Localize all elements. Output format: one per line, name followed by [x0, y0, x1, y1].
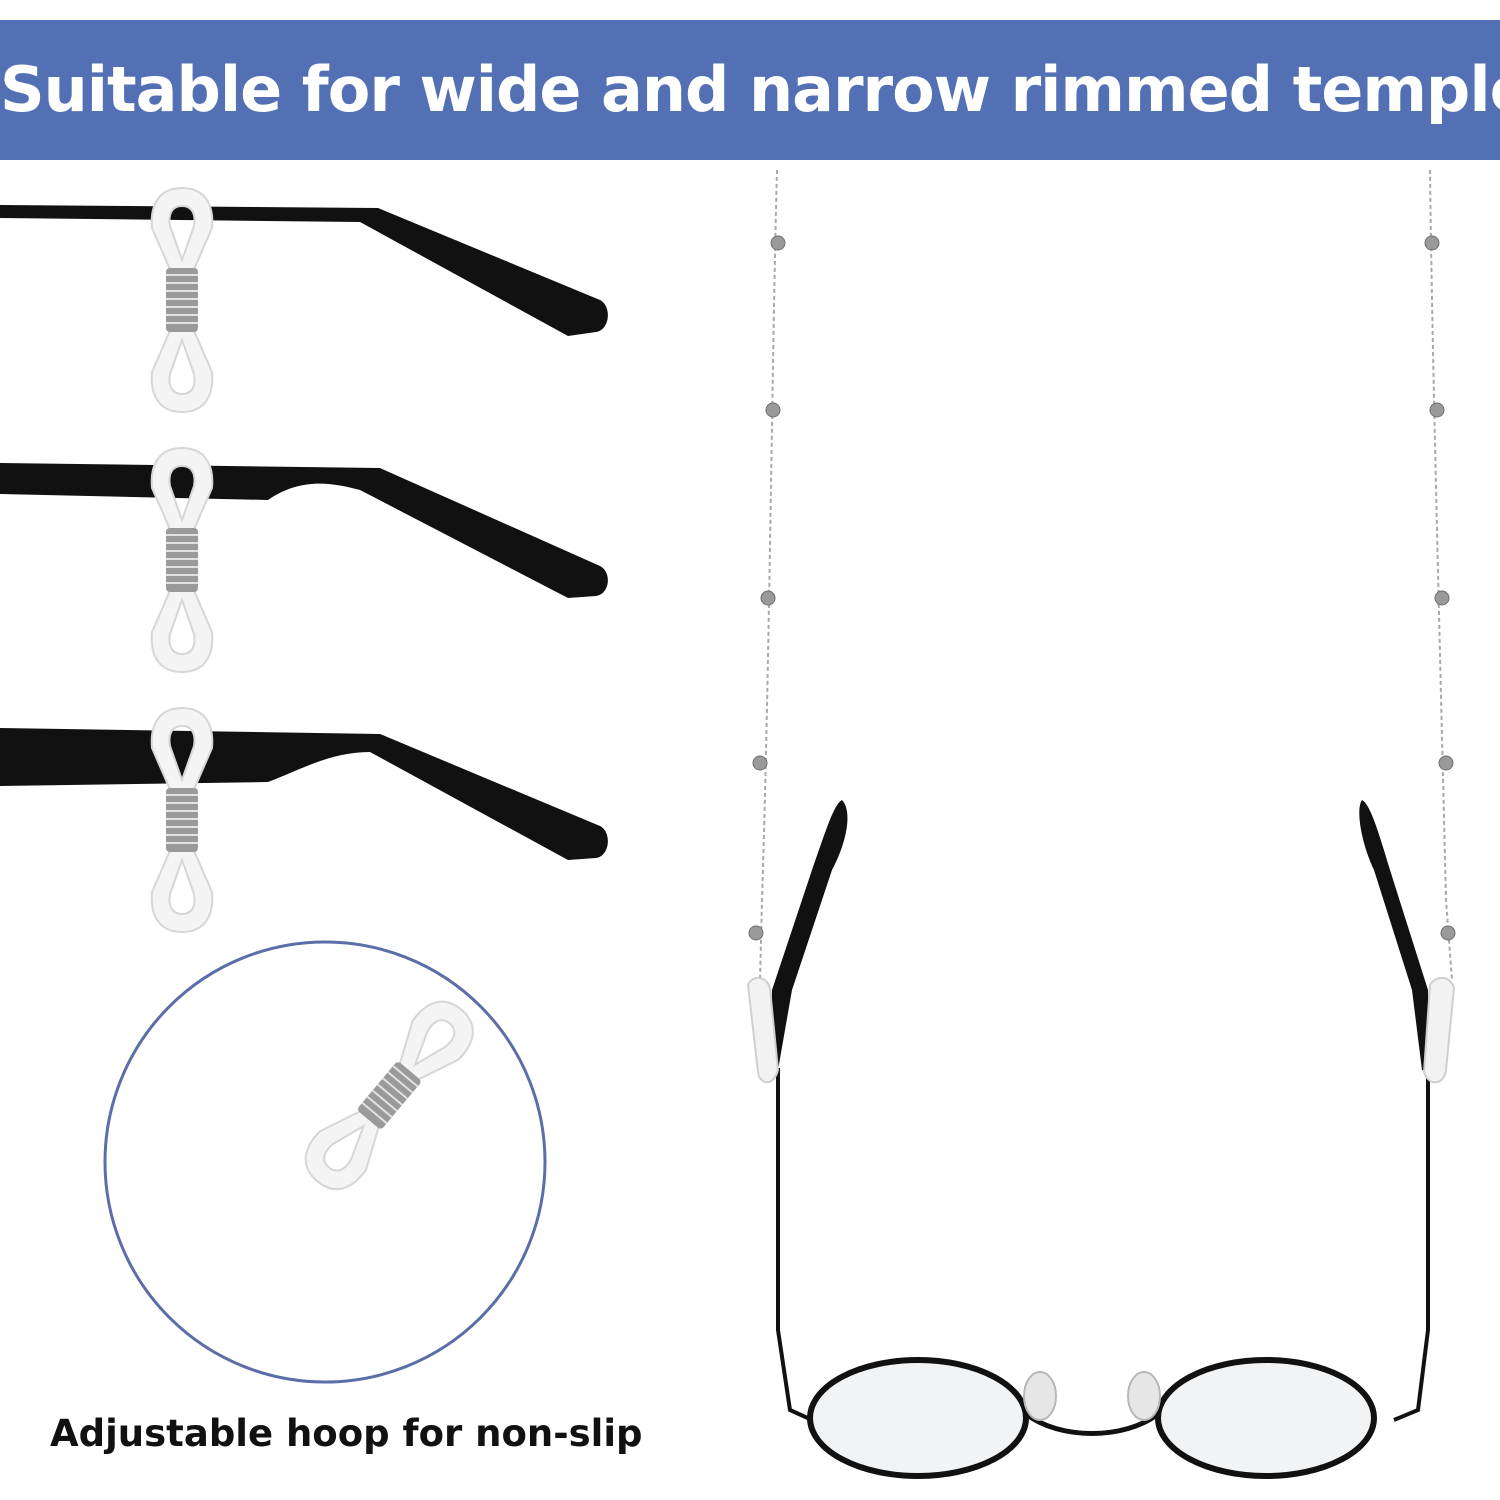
- silicone-loop-icon: [150, 187, 214, 413]
- header-banner: Suitable for wide and narrow rimmed temp…: [0, 20, 1500, 160]
- narrow-temple-arm: [0, 187, 608, 413]
- caption-adjustable-hoop: Adjustable hoop for non-slip: [50, 1412, 643, 1455]
- eyeglasses-with-chain: [746, 169, 1456, 1479]
- zoom-circle: [103, 940, 547, 1384]
- medium-temple-arm: [0, 447, 608, 673]
- wide-temple-arm: [0, 707, 608, 933]
- banner-title: Suitable for wide and narrow rimmed temp…: [0, 53, 1500, 126]
